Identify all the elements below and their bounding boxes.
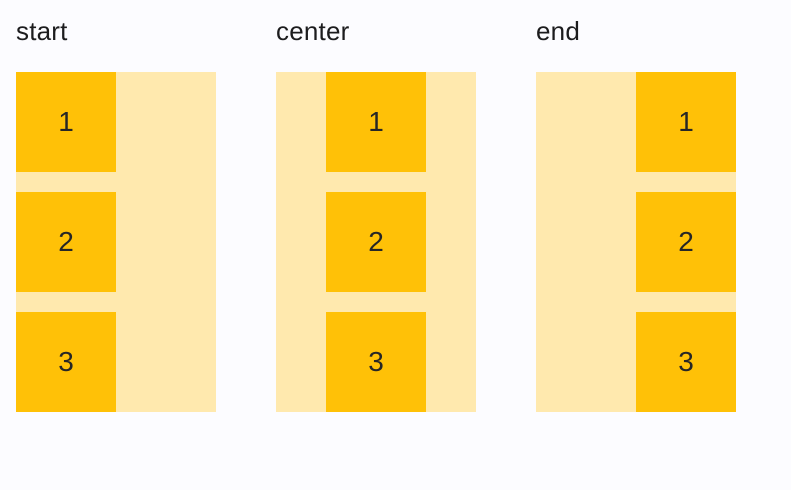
alignment-demo: start 1 2 3 center 1 2 3 end 1 2 3 [16, 12, 736, 412]
flex-item: 2 [326, 192, 426, 292]
column-label: end [536, 16, 580, 46]
flex-item: 1 [326, 72, 426, 172]
flex-item: 3 [326, 312, 426, 412]
column-label: start [16, 16, 68, 46]
flex-item: 3 [16, 312, 116, 412]
flex-container-end: 1 2 3 [536, 72, 736, 412]
alignment-column-start: start 1 2 3 [16, 12, 216, 412]
flex-item: 3 [636, 312, 736, 412]
alignment-column-center: center 1 2 3 [276, 12, 476, 412]
column-label: center [276, 16, 350, 46]
flex-container-center: 1 2 3 [276, 72, 476, 412]
flex-item: 2 [636, 192, 736, 292]
flex-item: 2 [16, 192, 116, 292]
flex-item: 1 [16, 72, 116, 172]
flex-container-start: 1 2 3 [16, 72, 216, 412]
flex-item: 1 [636, 72, 736, 172]
alignment-column-end: end 1 2 3 [536, 12, 736, 412]
